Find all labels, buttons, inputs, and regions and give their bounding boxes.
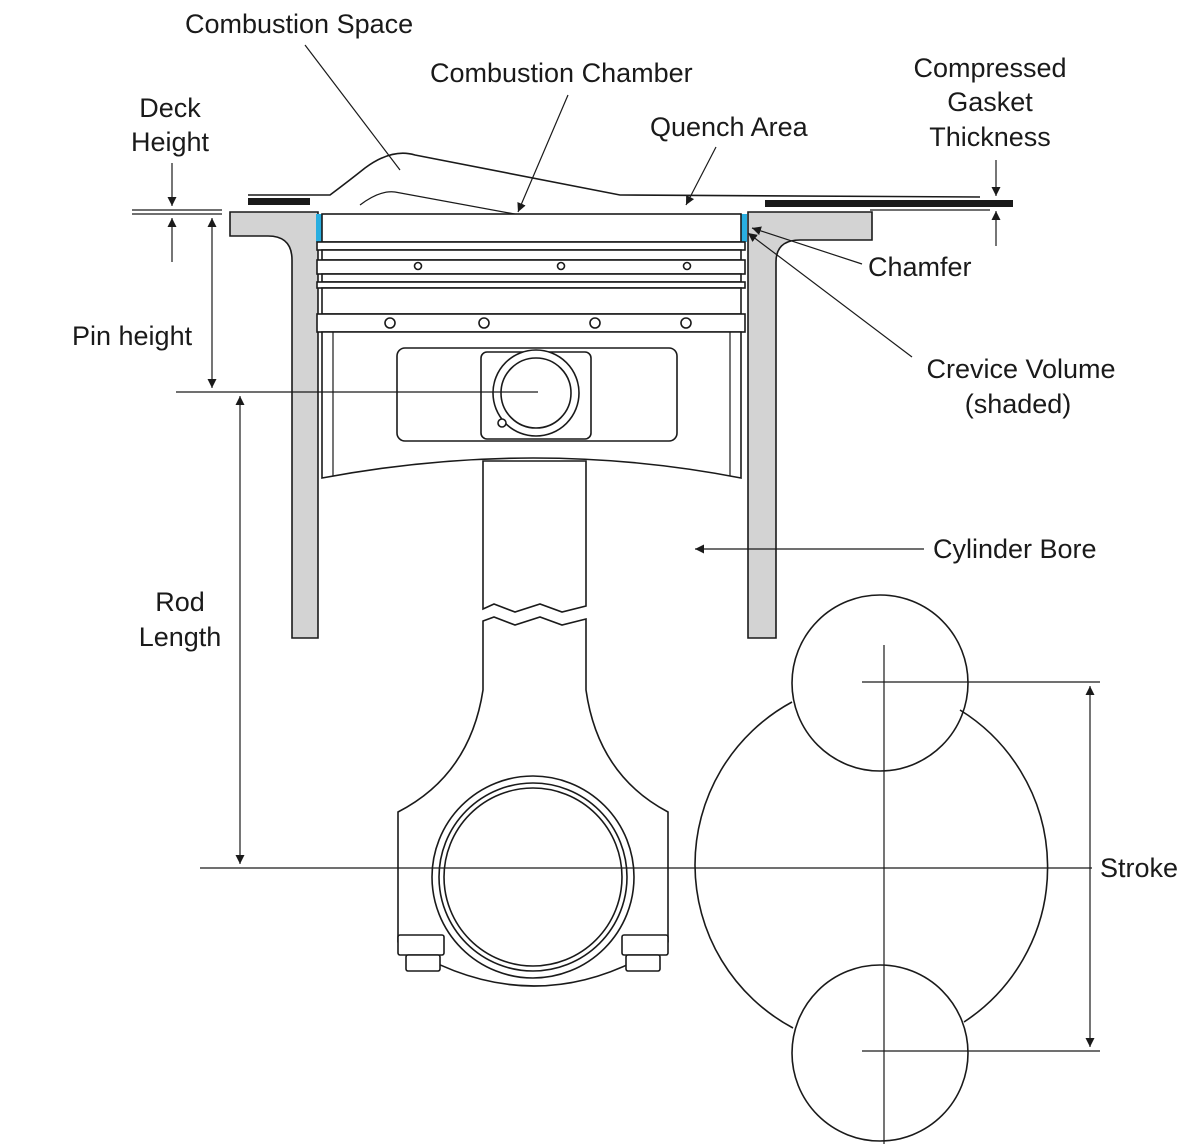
crevice-volume-left — [316, 214, 322, 242]
rod-length-dimension — [200, 396, 1092, 869]
label-pin-height: Pin height — [72, 321, 193, 351]
label-chamfer: Chamfer — [868, 252, 972, 282]
leader-lines — [304, 44, 924, 554]
connecting-rod — [397, 460, 669, 987]
label-stroke: Stroke — [1100, 853, 1178, 883]
label-rod-line-1: Rod — [155, 587, 205, 617]
crankshaft — [694, 594, 1049, 1144]
label-rod-line-2: Length — [139, 622, 222, 652]
label-gasket-line-1: Compressed — [913, 53, 1066, 83]
label-crevice-line-1: Crevice Volume — [926, 354, 1115, 384]
crevice-volume-right — [741, 214, 747, 242]
head-gasket-left — [248, 198, 310, 205]
piston — [316, 213, 746, 479]
label-combustion-chamber: Combustion Chamber — [430, 58, 693, 88]
label-cylinder-bore: Cylinder Bore — [933, 534, 1097, 564]
label-deck-line-2: Height — [131, 127, 210, 157]
wrist-pin — [492, 349, 580, 437]
label-gasket-line-2: Gasket — [947, 87, 1033, 117]
label-combustion-space: Combustion Space — [185, 9, 413, 39]
label-quench-area: Quench Area — [650, 112, 809, 142]
label-deck-line-1: Deck — [139, 93, 201, 123]
label-gasket-line-3: Thickness — [929, 122, 1051, 152]
head-gasket-right — [765, 200, 1013, 207]
stroke-dimension — [862, 681, 1100, 1052]
cylinder-wall-right — [747, 211, 873, 639]
cylinder-wall-left — [229, 211, 319, 639]
cylinder-head — [248, 152, 981, 216]
pin-height-dimension — [176, 218, 538, 393]
label-crevice-line-2: (shaded) — [965, 389, 1072, 419]
